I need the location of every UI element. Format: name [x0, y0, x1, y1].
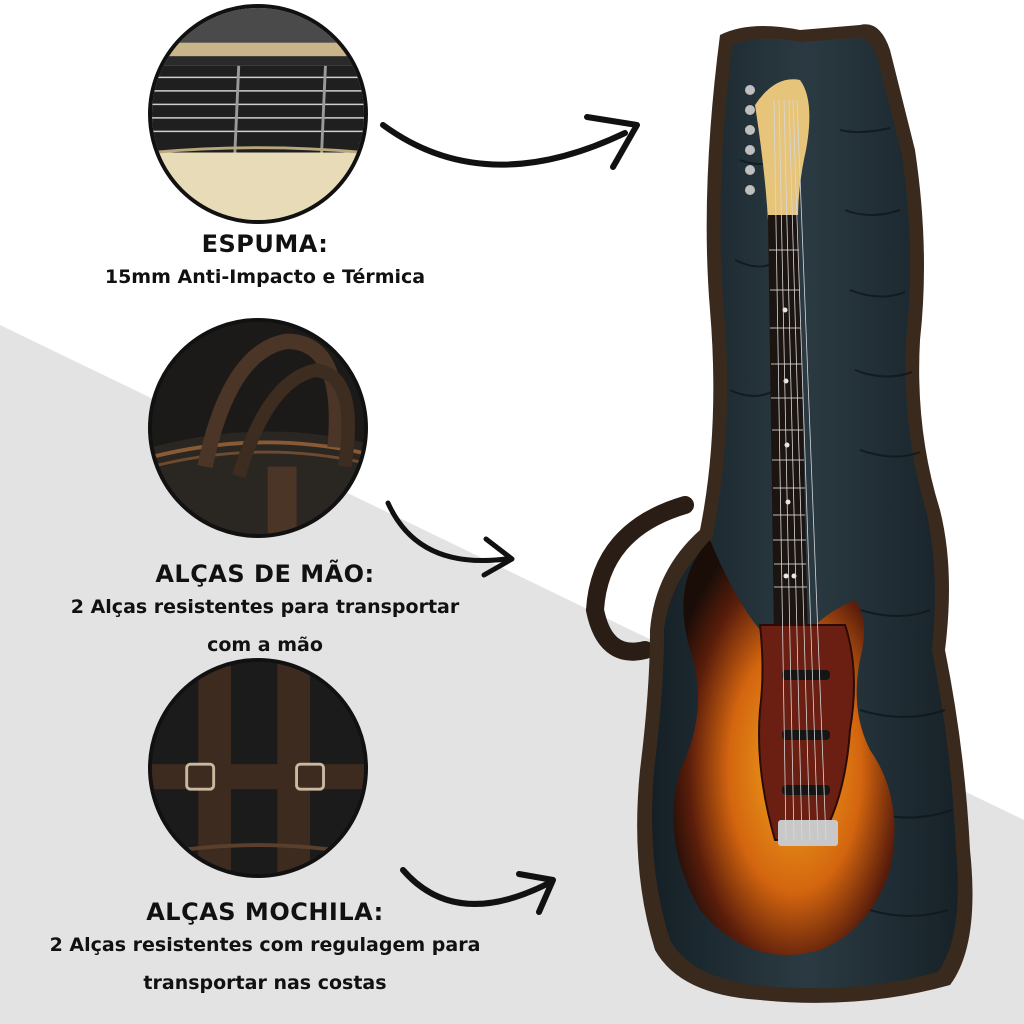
feature-description-line: com a mão — [207, 634, 323, 656]
feature-backpack-straps: ALÇAS MOCHILA: 2 Alças resistentes com r… — [40, 898, 490, 1002]
feature-description-line: 15mm Anti-Impacto e Térmica — [104, 266, 426, 288]
feature-title: ESPUMA: — [201, 230, 329, 258]
arrow-icon — [380, 114, 640, 170]
foam-closeup-icon — [148, 4, 368, 224]
feature-description-line: transportar nas costas — [143, 972, 387, 994]
feature-hand-handles: ALÇAS DE MÃO: 2 Alças resistentes para t… — [40, 560, 490, 664]
arrow-icon — [400, 867, 556, 915]
guitar-in-gig-bag-icon — [585, 24, 973, 1003]
feature-title: ALÇAS MOCHILA: — [146, 898, 384, 926]
arrow-icon — [385, 500, 515, 578]
feature-title: ALÇAS DE MÃO: — [155, 560, 375, 588]
feature-description-line: 2 Alças resistentes para transportar — [70, 596, 460, 618]
backpack-straps-closeup-icon — [148, 658, 368, 878]
feature-description-line: 2 Alças resistentes com regulagem para — [49, 934, 481, 956]
feature-foam: ESPUMA: 15mm Anti-Impacto e Térmica — [40, 230, 490, 296]
hand-handles-closeup-icon — [148, 318, 368, 538]
